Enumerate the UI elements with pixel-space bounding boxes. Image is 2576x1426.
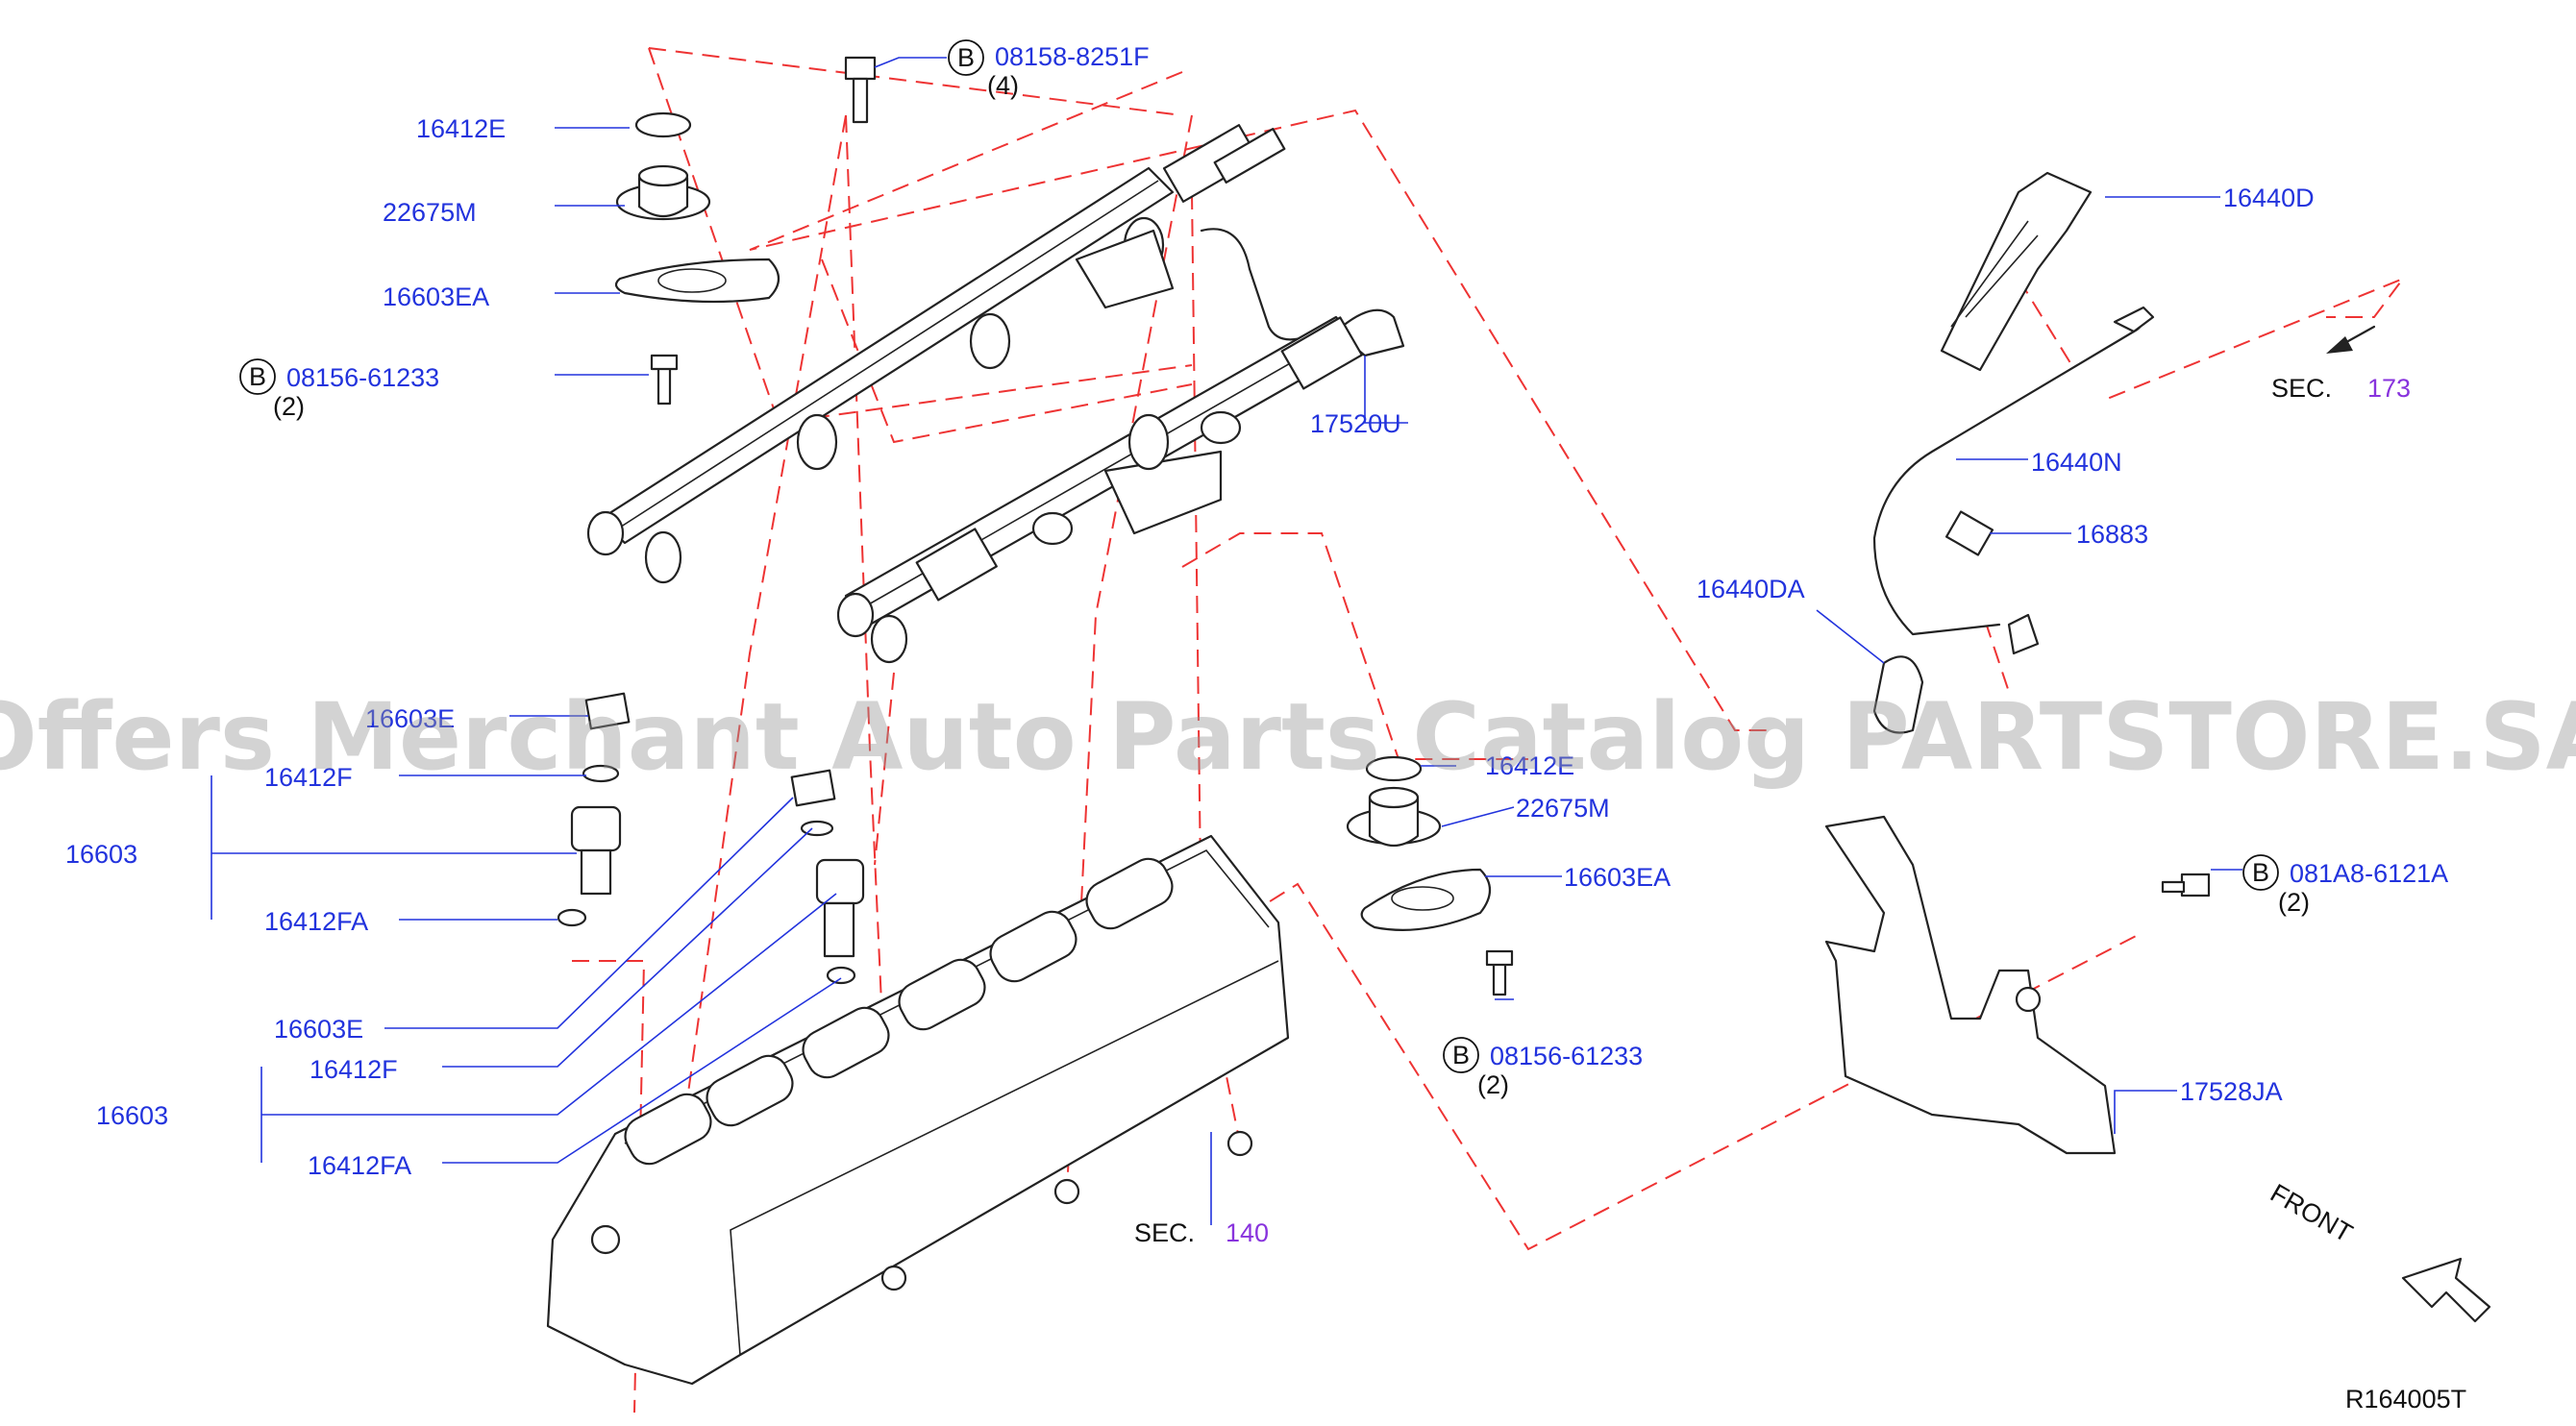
bolt-marker-081A8: B xyxy=(2242,854,2279,891)
bolt-marker-08156-mid: B xyxy=(1443,1037,1479,1073)
label-17520U: 17520U xyxy=(1310,409,1401,438)
diagram-code: R164005T xyxy=(2345,1385,2466,1414)
pressure-regulator-mid xyxy=(1346,755,1514,996)
label-16603EA-top: 16603EA xyxy=(383,283,489,311)
sec-173-arrow xyxy=(2326,325,2376,354)
svg-text:B: B xyxy=(249,362,266,391)
part-labels: 16412E 22675M 16603EA 08156-61233 (2) 08… xyxy=(65,42,2466,1414)
label-16603E-a: 16603E xyxy=(365,704,455,733)
svg-text:B: B xyxy=(1452,1041,1470,1070)
label-16412FA-b: 16412FA xyxy=(308,1151,411,1180)
label-08156-mid: 08156-61233 xyxy=(1490,1042,1643,1070)
bolt-08158 xyxy=(844,56,877,124)
label-16603E-b: 16603E xyxy=(274,1015,363,1044)
label-16412E-top: 16412E xyxy=(416,114,506,143)
label-16603EA-mid: 16603EA xyxy=(1564,863,1671,892)
label-17528JA: 17528JA xyxy=(2180,1077,2283,1106)
label-16603-a: 16603 xyxy=(65,840,137,869)
label-22675M-mid: 22675M xyxy=(1516,794,1610,823)
label-22675M-top: 22675M xyxy=(383,198,477,227)
sec-173-number: 173 xyxy=(2367,374,2411,403)
label-081A8: 081A8-6121A xyxy=(2290,859,2448,888)
front-arrow xyxy=(2401,1257,2491,1323)
label-16412FA-a: 16412FA xyxy=(264,907,368,936)
svg-text:B: B xyxy=(957,43,975,72)
front-label: FRONT xyxy=(2266,1178,2358,1247)
bracket-17528JA xyxy=(1824,815,2211,1155)
label-081A8-qty: (2) xyxy=(2278,888,2310,917)
label-16412F-b: 16412F xyxy=(310,1055,398,1084)
bolt-marker-08158: B xyxy=(948,39,984,76)
label-08156-top: 08156-61233 xyxy=(286,363,439,392)
label-16440DA: 16440DA xyxy=(1697,575,1805,603)
label-08158-qty: (4) xyxy=(987,71,1019,100)
fuel-rail-upper xyxy=(586,124,1309,584)
label-16883: 16883 xyxy=(2076,520,2148,549)
label-16412E-mid: 16412E xyxy=(1485,751,1574,780)
bolt-marker-08156-top: B xyxy=(239,358,276,395)
label-08156-top-qty: (2) xyxy=(273,392,305,421)
label-16440D: 16440D xyxy=(2223,184,2315,212)
sec-140-number: 140 xyxy=(1226,1218,1269,1247)
leader-lines xyxy=(211,57,2242,1225)
label-16440N: 16440N xyxy=(2031,448,2122,477)
label-08156-mid-qty: (2) xyxy=(1477,1070,1509,1099)
sec-173-prefix: SEC. xyxy=(2271,374,2332,403)
fuel-hose-assembly xyxy=(1872,171,2155,734)
injectors xyxy=(557,692,865,985)
label-16603-b: 16603 xyxy=(96,1101,168,1130)
label-08158: 08158-8251F xyxy=(995,42,1150,71)
svg-text:B: B xyxy=(2252,858,2269,887)
fuel-rail-lower xyxy=(836,308,1405,664)
label-16412F-a: 16412F xyxy=(264,763,353,792)
watermark: Offers Merchant Auto Parts Catalog PARTS… xyxy=(0,683,2576,791)
sec-140-prefix: SEC. xyxy=(1134,1218,1195,1247)
pressure-regulator-top xyxy=(614,111,780,406)
intake-manifold xyxy=(546,834,1290,1386)
